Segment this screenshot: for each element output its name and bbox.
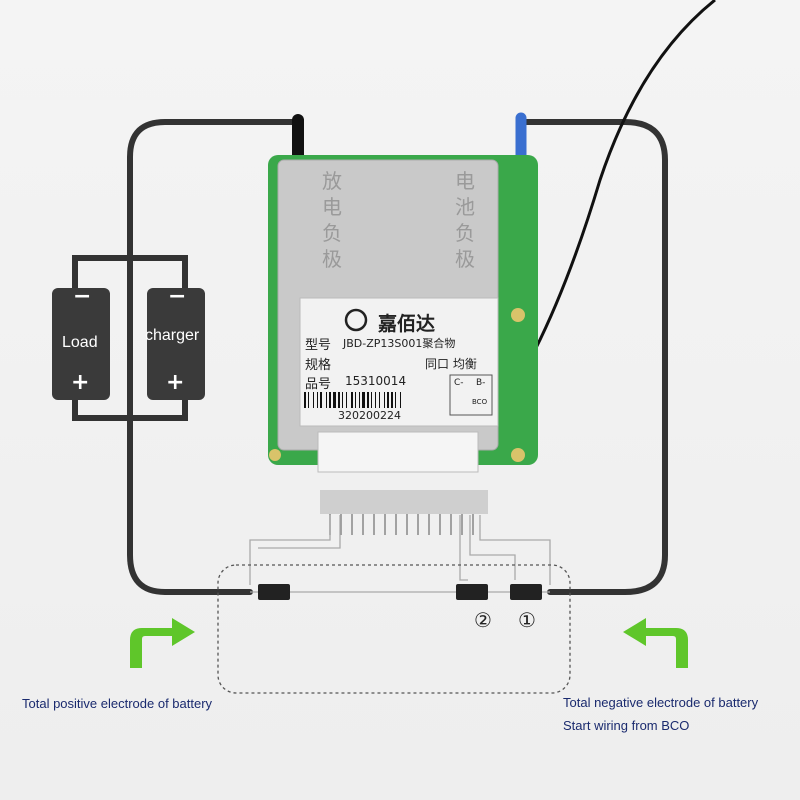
charger-positive-sign: + bbox=[166, 370, 185, 395]
sense-wire bbox=[533, 0, 716, 351]
pad-right-text: 电池负极 bbox=[455, 169, 475, 271]
mount-hole bbox=[511, 448, 525, 462]
spec-key: 规格 bbox=[305, 358, 332, 373]
b-minus-label: B- bbox=[476, 378, 486, 388]
main-wire-right bbox=[517, 119, 668, 595]
load-label: Load bbox=[62, 334, 98, 351]
bco-label: BCO bbox=[472, 398, 488, 406]
model-value: JBD-ZP13S001聚合物 bbox=[343, 337, 456, 350]
positive-connector bbox=[258, 584, 290, 600]
charger-label: charger bbox=[145, 327, 200, 344]
model-key: 型号 bbox=[305, 338, 332, 353]
mount-hole bbox=[269, 449, 281, 461]
connector-1 bbox=[510, 584, 542, 600]
connector-1-label: ① bbox=[518, 608, 536, 632]
load-battery bbox=[52, 288, 110, 400]
main-wire-loop bbox=[127, 119, 303, 595]
bco-mini-diagram bbox=[449, 374, 493, 416]
barcode bbox=[304, 392, 401, 408]
brand-name: 嘉佰达 bbox=[378, 313, 436, 335]
part-key: 品号 bbox=[305, 377, 332, 392]
start-caption: Start wiring from BCO bbox=[563, 718, 690, 733]
positive-caption: Total positive electrode of battery bbox=[22, 696, 213, 711]
charger-battery bbox=[147, 288, 205, 400]
right-arrow-icon bbox=[623, 618, 688, 668]
negative-caption: Total negative electrode of battery bbox=[563, 695, 759, 710]
barcode-number: 320200224 bbox=[338, 409, 401, 422]
charger-negative-sign: − bbox=[168, 284, 187, 309]
plug-pins bbox=[329, 514, 474, 535]
balance-plug bbox=[320, 490, 488, 514]
c-minus-label: C- bbox=[454, 378, 464, 388]
balance-header bbox=[317, 431, 479, 473]
load-negative-sign: − bbox=[73, 284, 92, 309]
load-positive-sign: + bbox=[71, 370, 90, 395]
left-arrow-icon bbox=[130, 618, 195, 668]
mount-hole bbox=[511, 308, 525, 322]
connector-2-label: ② bbox=[474, 608, 492, 632]
sense-lines bbox=[249, 515, 551, 585]
part-value: 15310014 bbox=[345, 374, 407, 388]
pad-left-text: 放电负极 bbox=[322, 169, 342, 271]
dashed-region bbox=[217, 564, 571, 694]
connector-2 bbox=[456, 584, 488, 600]
brand-logo-icon bbox=[344, 308, 368, 332]
spec-value: 同口 均衡 bbox=[425, 357, 477, 371]
